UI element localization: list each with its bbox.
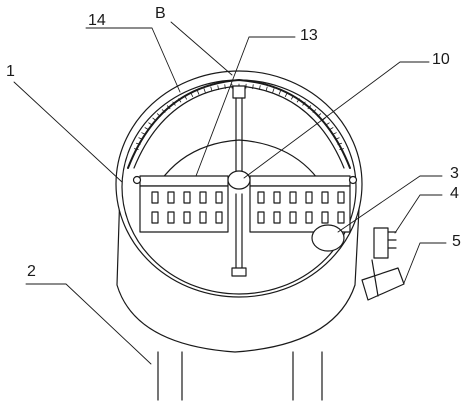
ring-tick: [156, 113, 161, 117]
ring-tick: [184, 95, 188, 100]
ring-tick: [133, 148, 139, 151]
blade-slot: [167, 191, 175, 204]
ring-tick: [337, 142, 343, 145]
ring-tick: [135, 142, 141, 145]
ring-tick: [332, 132, 337, 135]
ring-tick: [210, 86, 213, 92]
ring-tick: [172, 101, 176, 106]
blade-slot: [167, 211, 175, 224]
ring-tick: [161, 109, 166, 113]
ring-tick: [148, 122, 153, 126]
label-10: 10: [432, 51, 450, 68]
blade-slot: [305, 191, 313, 204]
ring-tick: [307, 105, 312, 110]
ring-tick: [325, 122, 330, 126]
blade-slot: [273, 211, 281, 224]
label-4: 4: [450, 185, 459, 202]
blade-slot: [151, 191, 159, 204]
blade-slot: [151, 211, 159, 224]
blade-slot: [337, 191, 345, 204]
ring-tick: [217, 85, 220, 90]
label-1: 1: [6, 63, 15, 80]
blade-slot: [199, 211, 207, 224]
ring-tick: [196, 90, 200, 95]
label-b: B: [155, 5, 166, 22]
label-5: 5: [452, 233, 461, 250]
ring-tick: [258, 85, 261, 90]
label-14: 14: [88, 12, 106, 29]
label-13: 13: [300, 27, 318, 44]
ring-tick: [335, 137, 340, 140]
blade-slot: [273, 191, 281, 204]
ring-tick: [144, 127, 149, 131]
ring-tick: [178, 98, 182, 103]
blade-slot: [215, 211, 223, 224]
blade-slot: [199, 191, 207, 204]
ring-tick: [312, 109, 317, 113]
ring-tick: [272, 88, 275, 93]
ring-tick: [152, 117, 157, 121]
blade-slot: [305, 211, 313, 224]
ring-tick: [252, 84, 254, 90]
stirring-blades: [132, 170, 358, 233]
blade-slot: [183, 191, 191, 204]
blade-slot: [183, 211, 191, 224]
ring-tick: [166, 105, 171, 110]
ring-tick: [265, 86, 268, 92]
ring-tick: [138, 137, 143, 140]
ring-tick: [284, 92, 288, 97]
leader-lines: [13, 21, 447, 365]
blade-slot: [257, 211, 265, 224]
ring-tick: [339, 148, 345, 151]
ring-tick: [278, 90, 282, 95]
ring-tick: [329, 127, 334, 131]
motor: [311, 224, 345, 252]
ring-tick: [190, 92, 194, 97]
ring-tick: [296, 98, 300, 103]
side-fitting: [373, 227, 397, 259]
label-2: 2: [27, 263, 36, 280]
blade-slot: [321, 211, 329, 224]
support-legs: [157, 351, 323, 401]
ring-tick: [224, 84, 226, 90]
blade-slot: [215, 191, 223, 204]
ring-tick: [317, 113, 322, 117]
ring-tick: [141, 132, 146, 135]
discharge-outlet: [361, 259, 405, 301]
blade-slot: [337, 211, 345, 224]
vertical-shaft: [231, 85, 247, 277]
callout-labels: 1 14 B 13 10 3 4 5 2: [6, 5, 461, 280]
blade-slot: [289, 211, 297, 224]
label-3: 3: [450, 165, 459, 182]
blade-slot: [321, 191, 329, 204]
blade-slot: [257, 191, 265, 204]
ring-tick: [302, 101, 306, 106]
ring-tick: [203, 88, 206, 93]
ring-tick: [290, 95, 294, 100]
blade-slot: [289, 191, 297, 204]
